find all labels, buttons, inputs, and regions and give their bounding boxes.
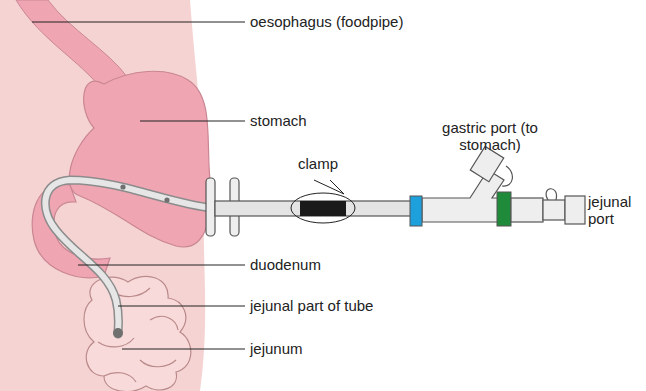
part-label: duodenum [250, 256, 370, 273]
jejunal-tube [45, 180, 212, 334]
cap-strap [546, 189, 556, 200]
stomach [69, 71, 211, 247]
jejunal-port [511, 198, 543, 222]
tube-hole [120, 184, 125, 189]
oesophagus [16, 0, 128, 92]
part-label: gastric port (to stomach) [440, 119, 540, 153]
external-tube [215, 201, 412, 216]
gastric-cap-strap [502, 166, 512, 186]
leader-lines [32, 22, 245, 349]
leader-line [330, 180, 344, 194]
part-label: stomach [250, 112, 370, 129]
part-label: oesophagus (foodpipe) [250, 13, 450, 30]
part-label: jejunal part of tube [250, 297, 420, 314]
part-label: jejunal port [588, 193, 643, 227]
internal-bolster [206, 178, 215, 236]
jejunal-port-cap [543, 200, 565, 220]
tube-hole [164, 197, 169, 202]
part-label: clamp [298, 155, 358, 172]
jejunal-tube-outline [45, 180, 212, 334]
clamp [300, 201, 346, 216]
tube-tip [113, 328, 123, 338]
blue-ring [410, 196, 422, 226]
part-label: jejunum [250, 340, 370, 357]
green-ring [497, 192, 511, 226]
leader-line [314, 180, 344, 194]
clamp-highlight [291, 193, 355, 223]
jejunum-loops [84, 276, 191, 391]
jejunal-port-cap [565, 196, 585, 224]
